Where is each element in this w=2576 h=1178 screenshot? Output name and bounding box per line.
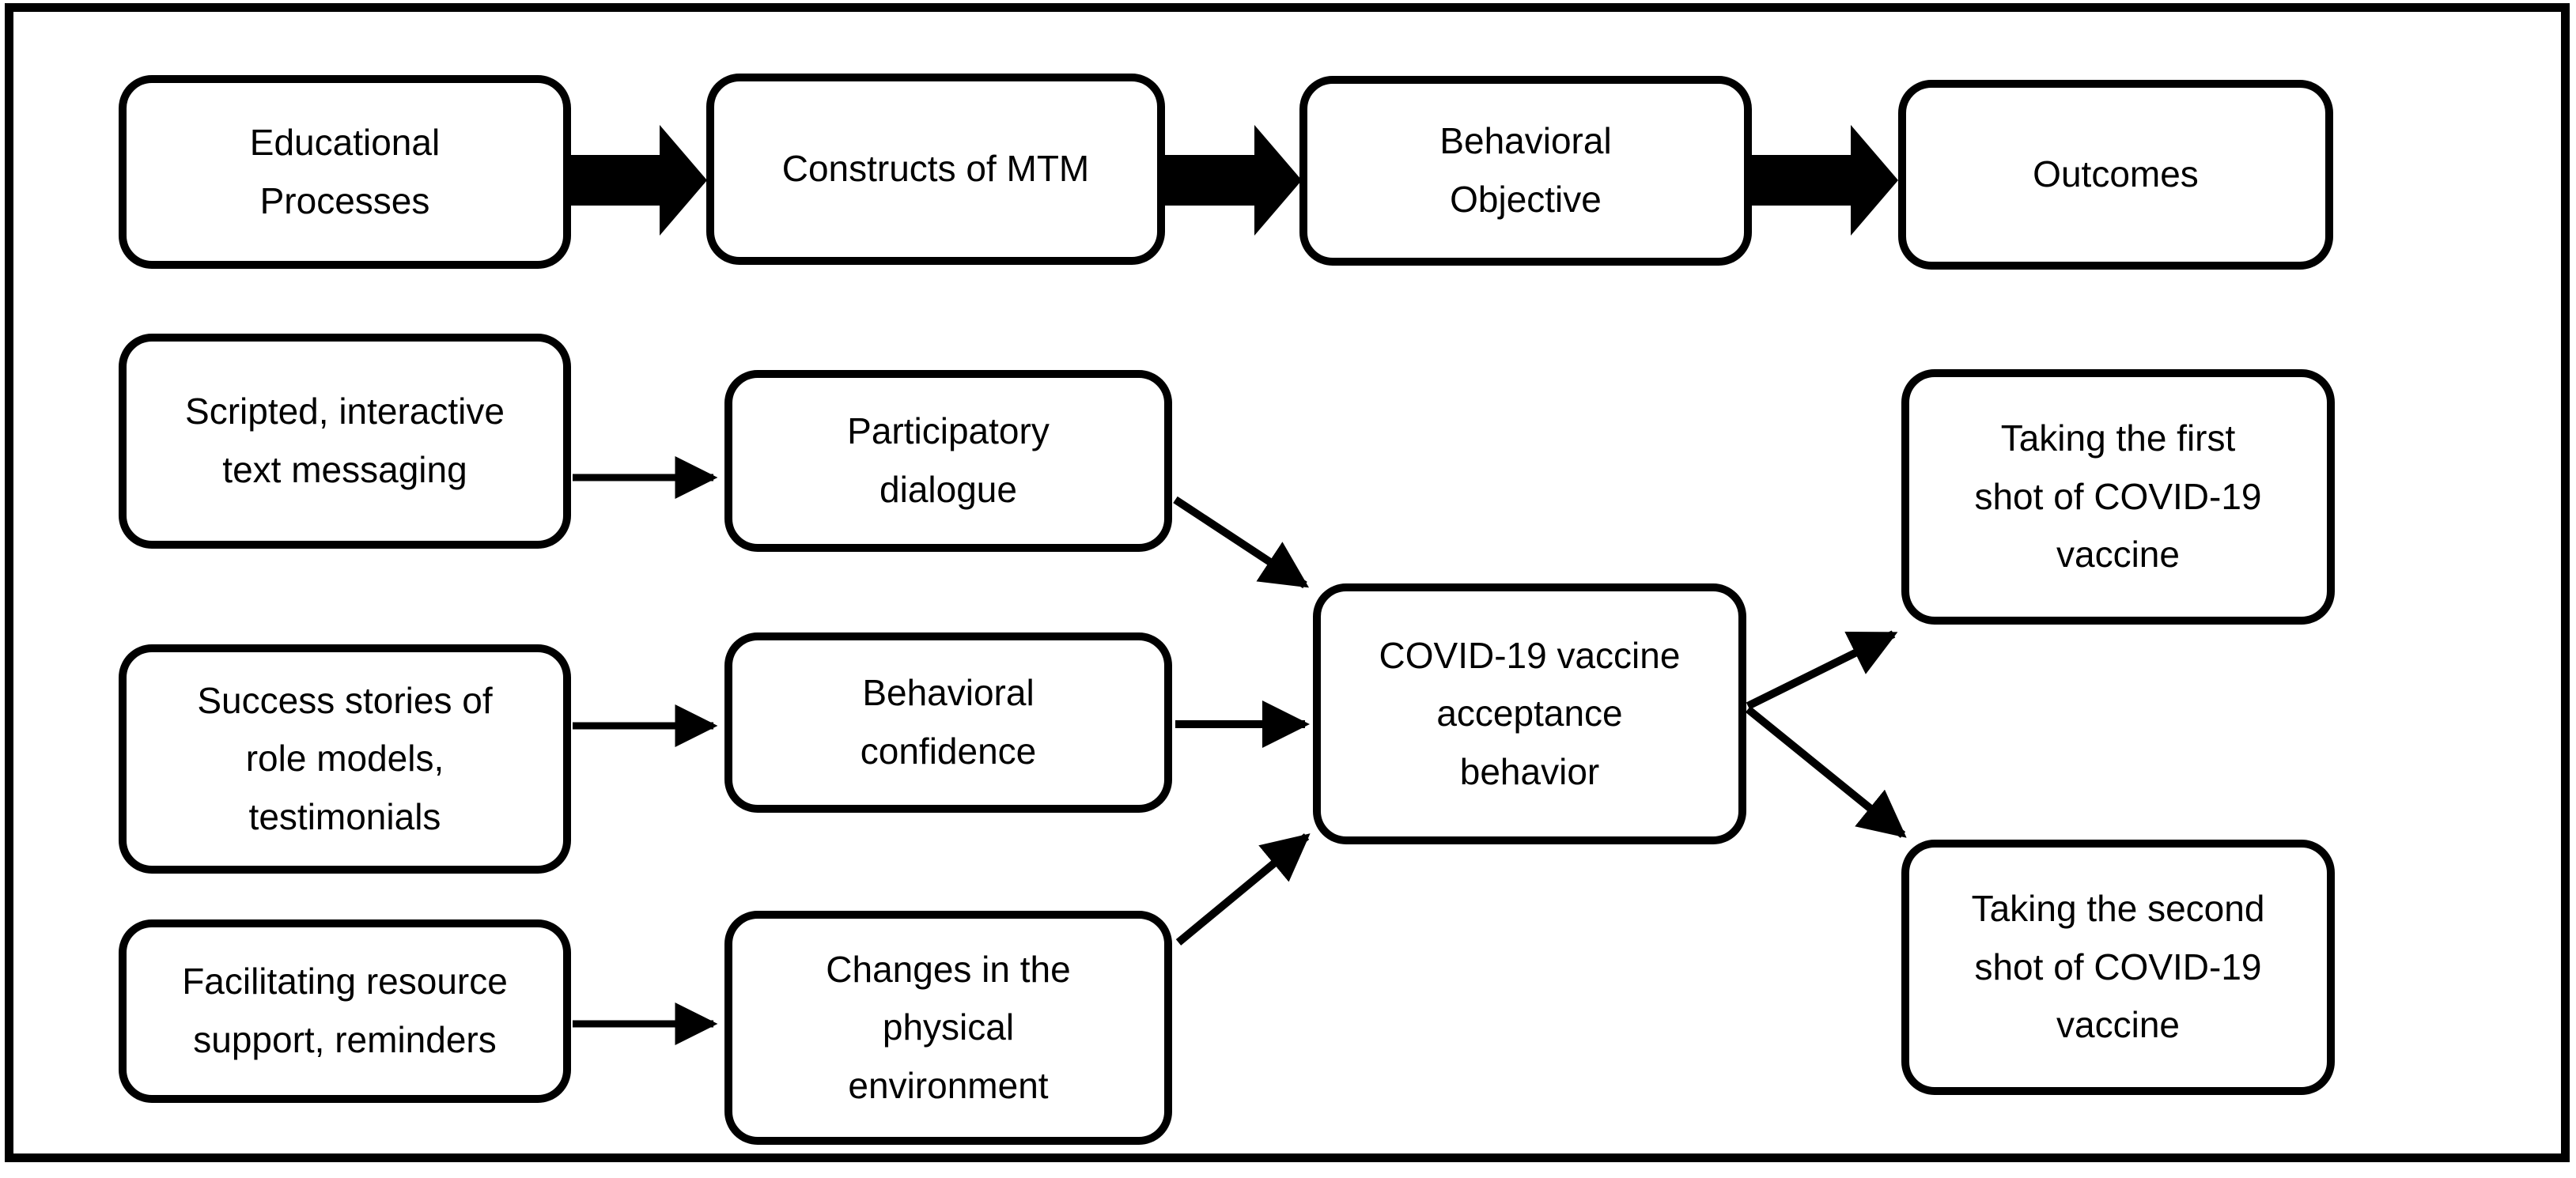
- arrow-participatory-to-acceptance: [1173, 496, 1310, 589]
- block-arrow-behavioral-to-outcomes: [1746, 125, 1898, 236]
- node-changes-physical-environment: Changes in the physical environment: [724, 911, 1172, 1145]
- arrow-acceptance-to-first-shot: [1746, 630, 1898, 710]
- node-facilitating-support: Facilitating resource support, reminders: [119, 919, 571, 1103]
- block-arrow-educational-to-constructs: [565, 125, 707, 236]
- node-second-shot: Taking the second shot of COVID-19 vacci…: [1901, 840, 2335, 1095]
- node-educational-processes: Educational Processes: [119, 75, 571, 269]
- node-behavioral-confidence: Behavioral confidence: [724, 632, 1172, 813]
- block-arrow-constructs-to-behavioral: [1159, 125, 1302, 236]
- node-vaccine-acceptance-behavior: COVID-19 vaccine acceptance behavior: [1313, 583, 1746, 844]
- node-participatory-dialogue: Participatory dialogue: [724, 370, 1172, 552]
- node-behavioral-objective: Behavioral Objective: [1299, 76, 1752, 266]
- node-scripted-text-messaging: Scripted, interactive text messaging: [119, 334, 571, 549]
- node-first-shot: Taking the first shot of COVID-19 vaccin…: [1901, 369, 2335, 625]
- arrow-changes-to-acceptance: [1175, 833, 1311, 946]
- node-success-stories: Success stories of role models, testimon…: [119, 644, 571, 874]
- node-constructs-of-mtm: Constructs of MTM: [706, 74, 1165, 265]
- node-outcomes: Outcomes: [1898, 80, 2333, 270]
- arrow-acceptance-to-second-shot: [1745, 706, 1907, 838]
